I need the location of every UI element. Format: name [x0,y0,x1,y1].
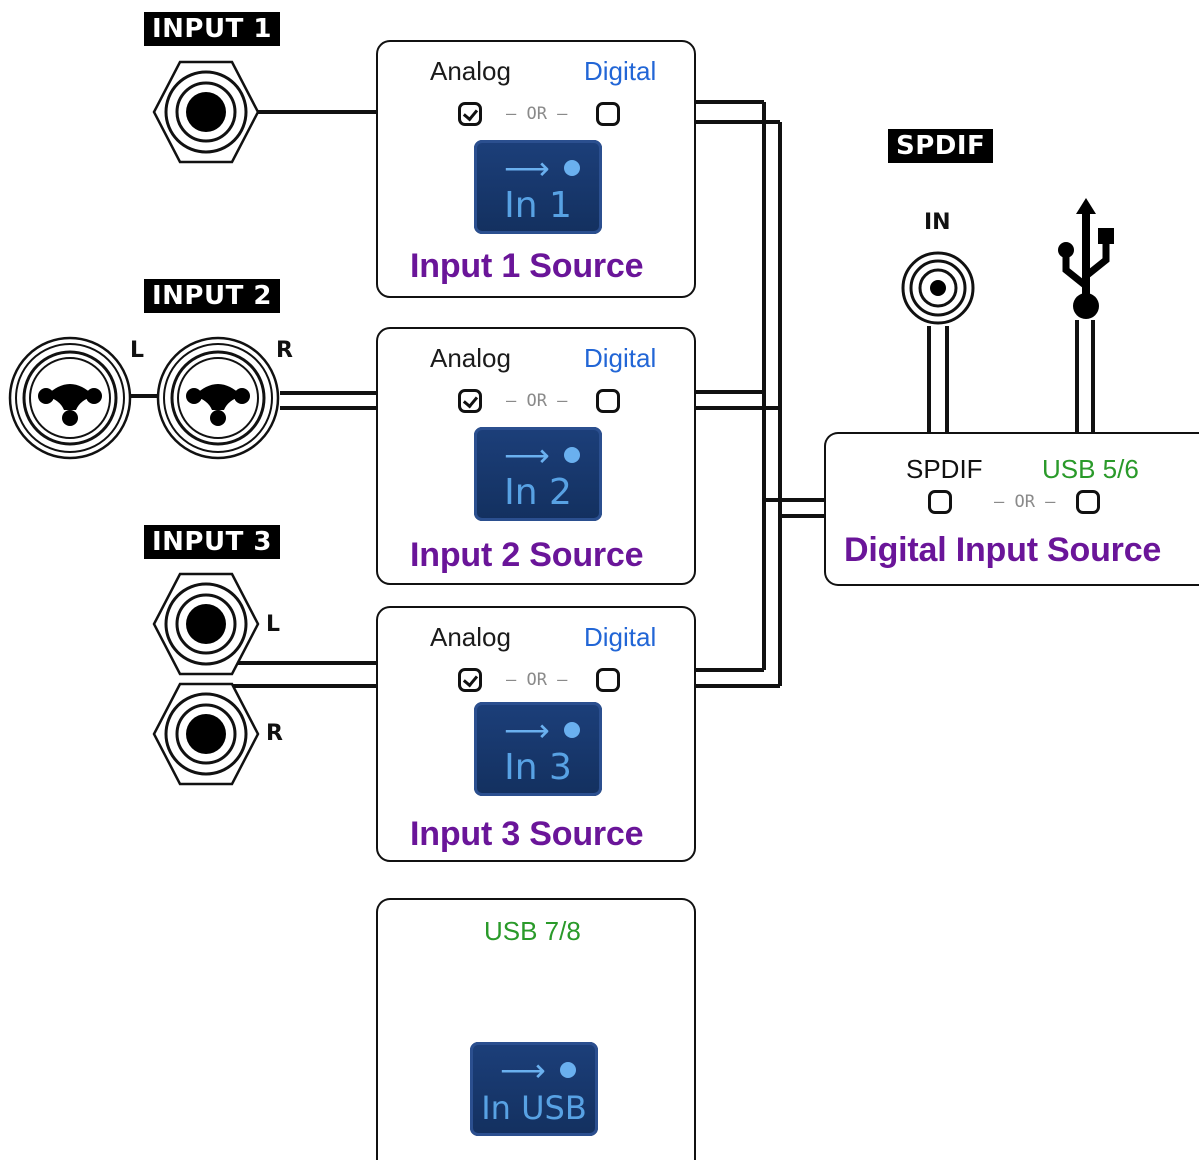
analog-label: Analog [430,343,511,373]
analog-label: Analog [430,622,511,652]
spdif-in-label: IN [924,210,951,235]
or-separator: – OR – [506,391,568,411]
input-1-source-title: Input 1 Source [410,247,644,285]
input-2-source-box: Analog Digital – OR – ⟶ In 2 Input 2 Sou… [376,327,696,585]
input-1-source-box: Analog Digital – OR – ⟶ In 1 Input 1 Sou… [376,40,696,298]
usb-5-6-checkbox[interactable] [1076,490,1100,514]
rca-jack-icon [901,251,975,325]
digital-input-source-box: SPDIF USB 5/6 – OR – Digital Input Sourc… [824,432,1199,586]
in-usb-screen: ⟶ In USB [470,1042,598,1136]
digital-checkbox[interactable] [596,389,620,413]
input-2-left-label: L [130,338,145,363]
input-3-tag: INPUT 3 [144,525,280,559]
arrow-right-icon: ⟶ [500,1052,546,1088]
input-3-left-label: L [266,612,281,637]
input-1-tag: INPUT 1 [144,12,280,46]
spdif-option-label: SPDIF [906,454,983,484]
xlr-combo-jack-icon [156,336,280,460]
indicator-dot [564,160,580,176]
analog-checkbox[interactable] [458,389,482,413]
input-3-source-box: Analog Digital – OR – ⟶ In 3 Input 3 Sou… [376,606,696,862]
arrow-right-icon: ⟶ [504,437,550,473]
quarter-inch-jack-icon [152,60,260,164]
or-separator: – OR – [506,104,568,124]
screen-label: In 1 [504,185,572,226]
screen-label: In USB [481,1089,587,1127]
digital-label: Digital [584,343,657,373]
in-3-screen: ⟶ In 3 [474,702,602,796]
digital-checkbox[interactable] [596,102,620,126]
usb-7-8-box: USB 7/8 ⟶ In USB [376,898,696,1160]
digital-label: Digital [584,56,657,86]
quarter-inch-jack-icon [152,572,260,676]
input-2-right-label: R [276,338,293,363]
spdif-tag: SPDIF [888,129,994,163]
digital-label: Digital [584,622,657,652]
screen-label: In 3 [504,747,572,788]
analog-checkbox[interactable] [458,102,482,126]
quarter-inch-jack-icon [152,682,260,786]
input-3-right-label: R [266,721,283,746]
usb-5-6-label: USB 5/6 [1042,454,1139,484]
input-2-source-title: Input 2 Source [410,536,644,574]
analog-checkbox[interactable] [458,668,482,692]
digital-input-source-title: Digital Input Source [844,531,1162,569]
or-separator: – OR – [994,492,1056,512]
indicator-dot [560,1062,576,1078]
or-separator: – OR – [506,670,568,690]
usb-icon [1058,198,1114,319]
indicator-dot [564,722,580,738]
in-2-screen: ⟶ In 2 [474,427,602,521]
indicator-dot [564,447,580,463]
spdif-checkbox[interactable] [928,490,952,514]
analog-label: Analog [430,56,511,86]
input-3-source-title: Input 3 Source [410,815,644,853]
input-2-tag: INPUT 2 [144,279,280,313]
screen-label: In 2 [504,472,572,513]
in-1-screen: ⟶ In 1 [474,140,602,234]
arrow-right-icon: ⟶ [504,150,550,186]
xlr-combo-jack-icon [8,336,132,460]
digital-checkbox[interactable] [596,668,620,692]
arrow-right-icon: ⟶ [504,712,550,748]
usb-7-8-label: USB 7/8 [484,916,581,946]
